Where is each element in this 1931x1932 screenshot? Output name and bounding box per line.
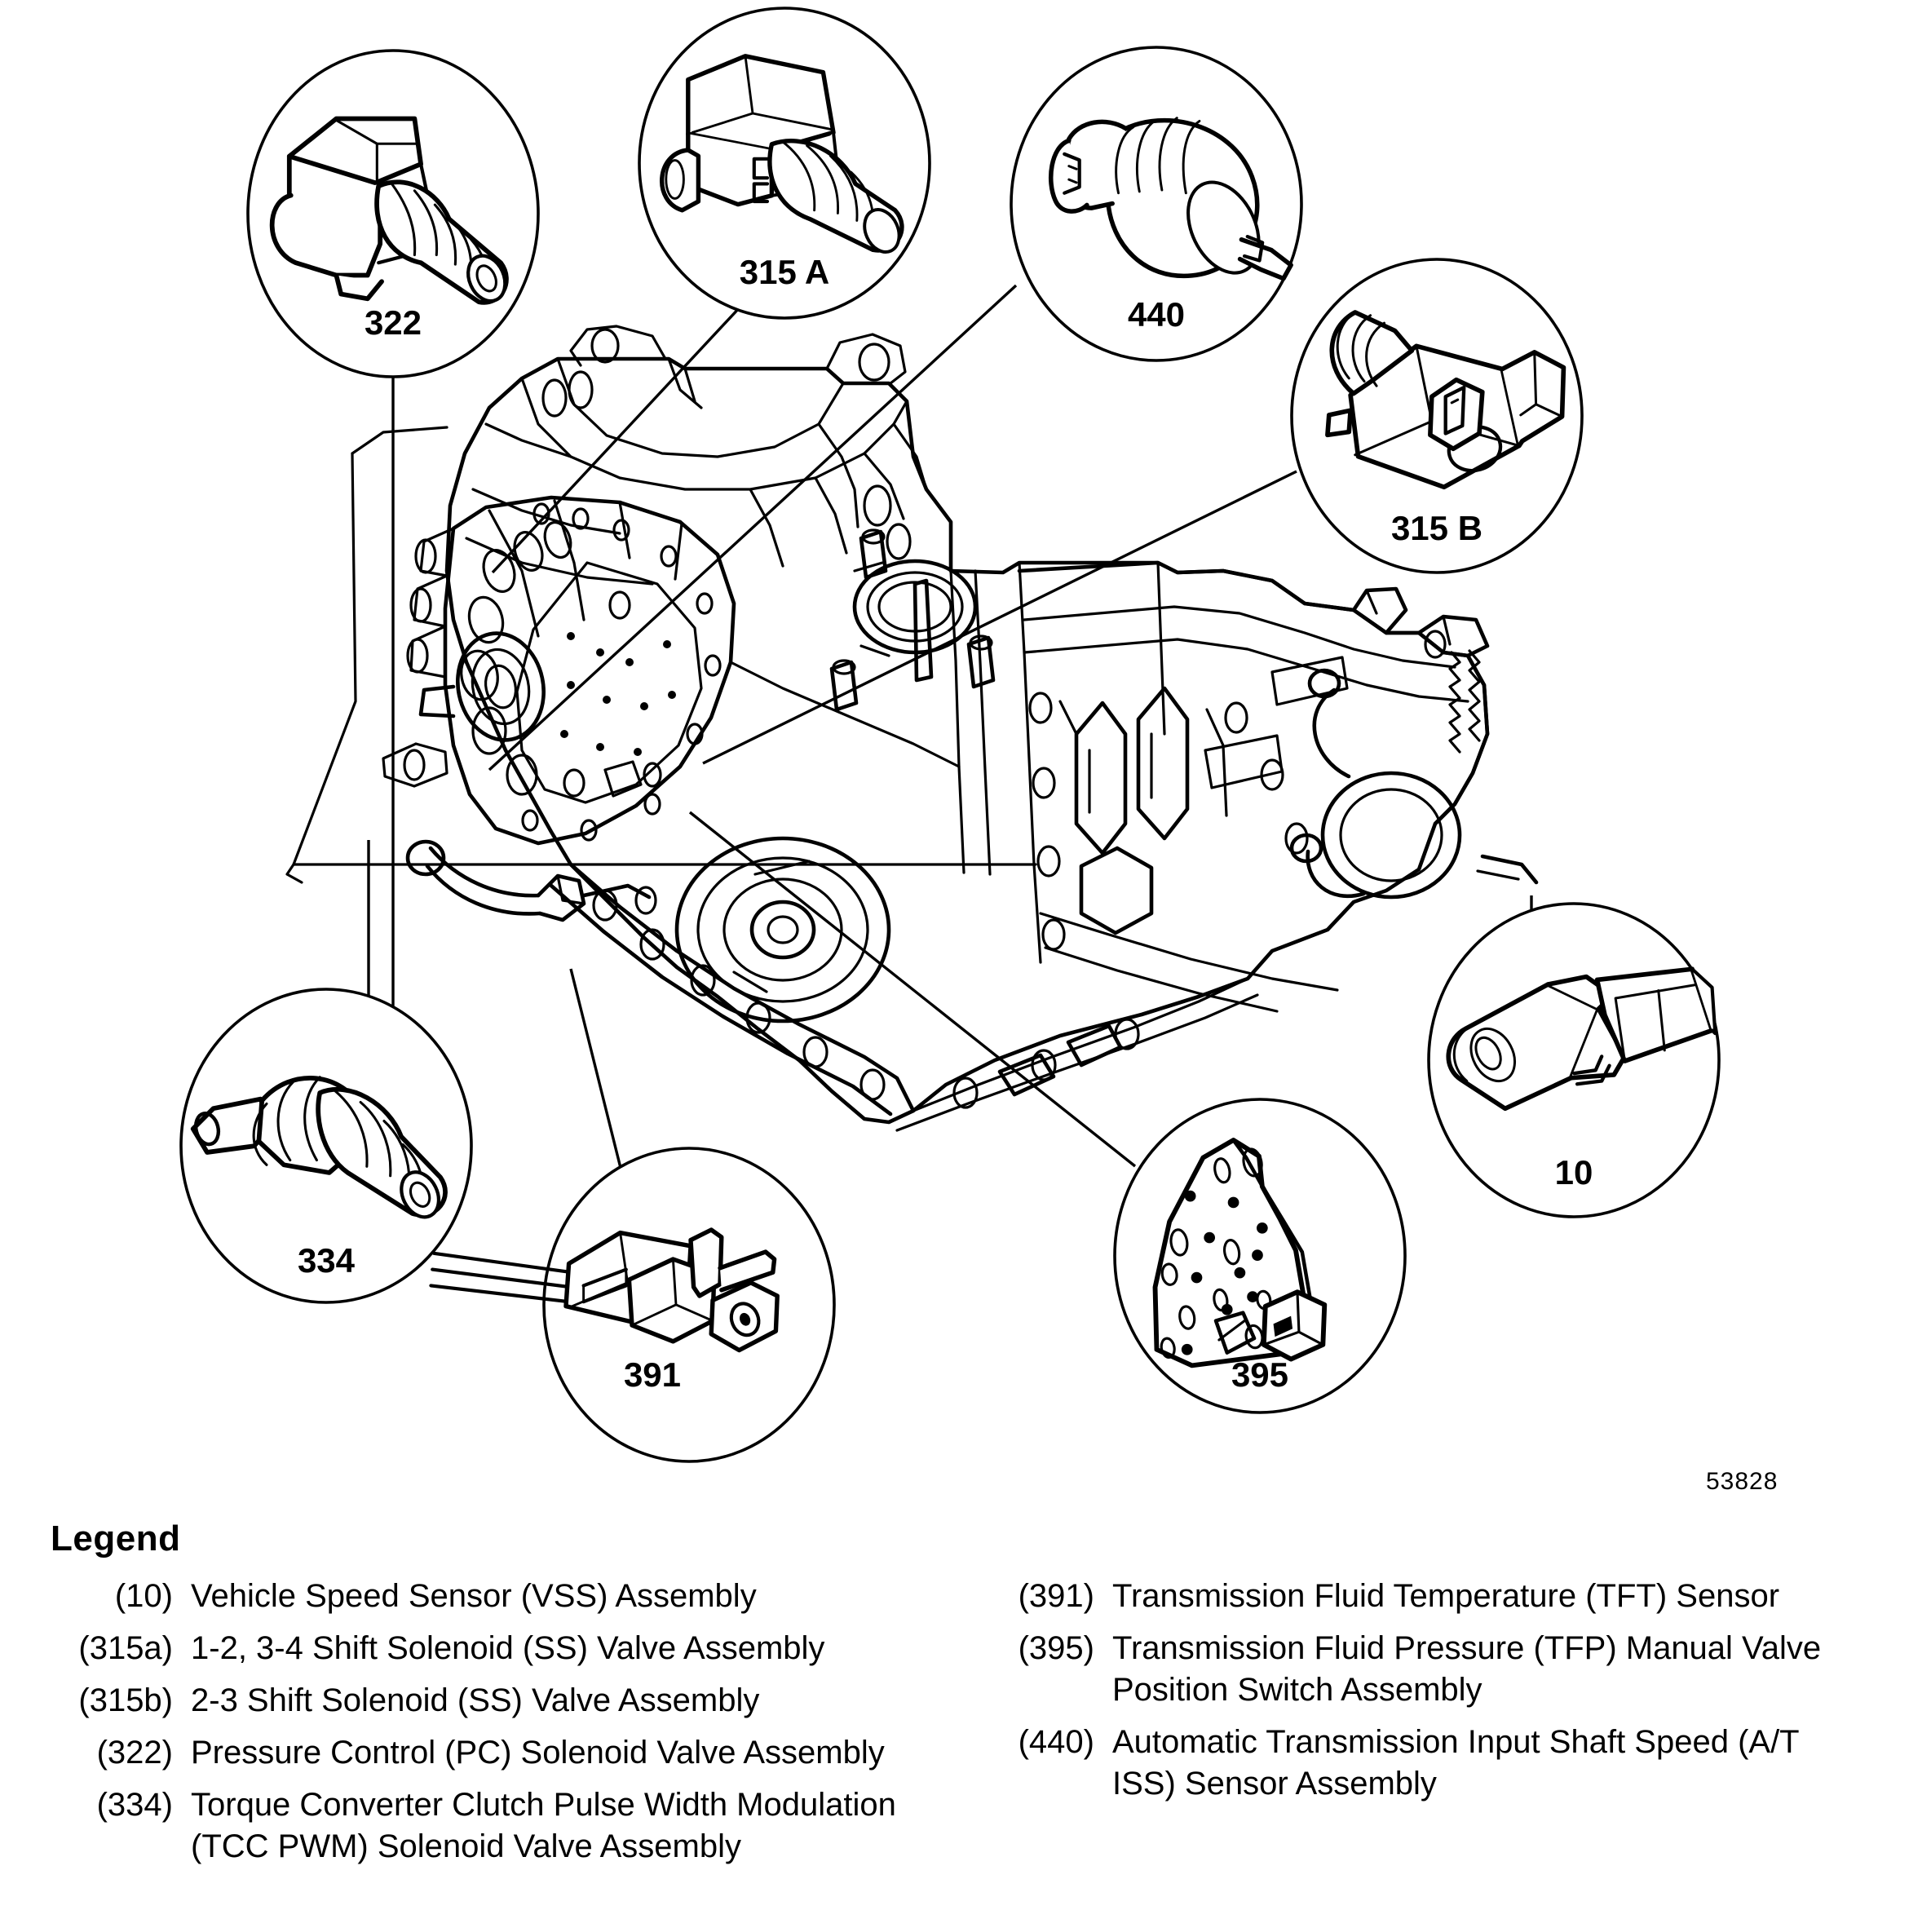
legend-item-label: 2-3 Shift Solenoid (SS) Valve Assembly [191,1682,760,1718]
legend-item-number: (334) [96,1787,173,1823]
callout-391[interactable]: 391 [431,1147,836,1463]
callout-395[interactable]: 395 [1113,1098,1407,1414]
wiring-harness [405,839,657,922]
legend-column-left: (10) Vehicle Speed Sensor (VSS) Assembly… [51,1576,931,1878]
legend-item: (391) Transmission Fluid Temperature (TF… [972,1576,1869,1617]
pump-seal-area [829,528,996,712]
legend-item: (315b) 2-3 Shift Solenoid (SS) Valve Ass… [51,1680,931,1722]
legend-item-label: Pressure Control (PC) Solenoid Valve Ass… [191,1735,885,1771]
callout-334-label: 334 [298,1241,356,1280]
legend-item-label: Vehicle Speed Sensor (VSS) Assembly [191,1578,757,1614]
legend-item-number: (10) [114,1578,173,1614]
legend-item-number: (391) [1018,1578,1094,1614]
legend-item-number: (315b) [78,1682,173,1718]
callout-315a[interactable]: 315 A [638,7,931,320]
legend-item-number: (395) [1018,1630,1094,1666]
legend-item: (322) Pressure Control (PC) Solenoid Val… [51,1732,931,1774]
callout-391-label: 391 [624,1355,681,1394]
callout-440-label: 440 [1128,295,1185,334]
legend-title: Legend [51,1519,181,1558]
leader-440 [488,284,1018,771]
legend-item-number: (440) [1018,1724,1094,1760]
leader-315a [491,305,742,574]
legend-item: (315a) 1-2, 3-4 Shift Solenoid (SS) Valv… [51,1628,931,1669]
rear-case [1017,560,1490,1013]
legend-item: (395) Transmission Fluid Pressure (TFP) … [972,1628,1869,1711]
legend-item-number: (322) [96,1735,173,1771]
callout-10-label: 10 [1555,1153,1593,1191]
legend-column-right: (391) Transmission Fluid Temperature (TF… [972,1576,1869,1815]
callout-322[interactable]: 322 [246,49,540,378]
leader-391 [569,968,623,1172]
callout-10[interactable]: 10 [1427,902,1721,1218]
callout-315b[interactable]: 315 B [1290,258,1584,574]
oil-pan-rail [549,862,1259,1132]
valve-body-detail [382,495,736,846]
callout-334[interactable]: 334 [179,988,473,1304]
callout-315b-label: 315 B [1391,509,1482,547]
callout-315a-label: 315 A [740,253,830,291]
legend-item-label: Automatic Transmission Input Shaft Speed… [1112,1724,1799,1802]
figure-id-label: 53828 [1706,1468,1779,1495]
automatic-transmission-assembly [382,325,1539,1132]
leader-395 [688,811,1137,1168]
legend-item: (10) Vehicle Speed Sensor (VSS) Assembly [51,1576,931,1617]
background-outline [285,426,1037,884]
legend-item: (334) Torque Converter Clutch Pulse Widt… [51,1784,931,1868]
legend-item-label: 1-2, 3-4 Shift Solenoid (SS) Valve Assem… [191,1630,825,1666]
converter-housing [674,836,891,1023]
callout-395-label: 395 [1231,1355,1288,1394]
legend-item-number: (315a) [78,1630,173,1666]
callout-322-label: 322 [365,303,422,342]
legend-item-label: Torque Converter Clutch Pulse Width Modu… [191,1787,896,1864]
leader-315b [702,470,1297,765]
legend-item-label: Transmission Fluid Temperature (TFT) Sen… [1112,1578,1780,1614]
leader-lines [367,284,1533,1172]
transmission-diagram-figure: .ln{fill:none;stroke:#000;stroke-width:3… [179,7,1721,1463]
callout-440[interactable]: 440 [1010,46,1303,362]
legend-item: (440) Automatic Transmission Input Shaft… [972,1722,1869,1805]
legend-item-label: Transmission Fluid Pressure (TFP) Manual… [1112,1630,1822,1708]
